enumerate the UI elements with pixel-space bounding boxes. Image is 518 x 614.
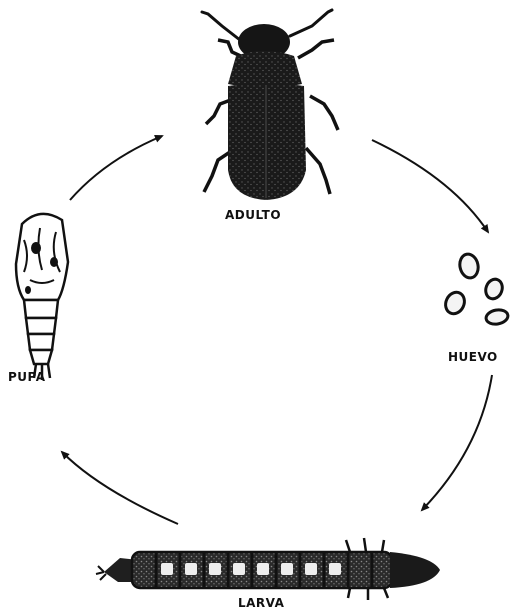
pupa-illustration [16,214,68,380]
stage-label-pupa: PUPA [8,370,46,384]
arrow-larva-to-pupa [62,452,178,524]
adult-beetle-illustration [202,10,338,200]
stage-label-adulto: ADULTO [225,208,281,222]
arrow-adulto-to-huevo [372,140,488,232]
larva-illustration [96,538,440,600]
eggs-illustration [442,252,509,325]
arrow-huevo-to-larva [422,375,492,510]
stage-label-huevo: HUEVO [448,350,498,364]
arrow-pupa-to-adulto [70,136,162,200]
stage-label-larva: LARVA [238,596,284,610]
